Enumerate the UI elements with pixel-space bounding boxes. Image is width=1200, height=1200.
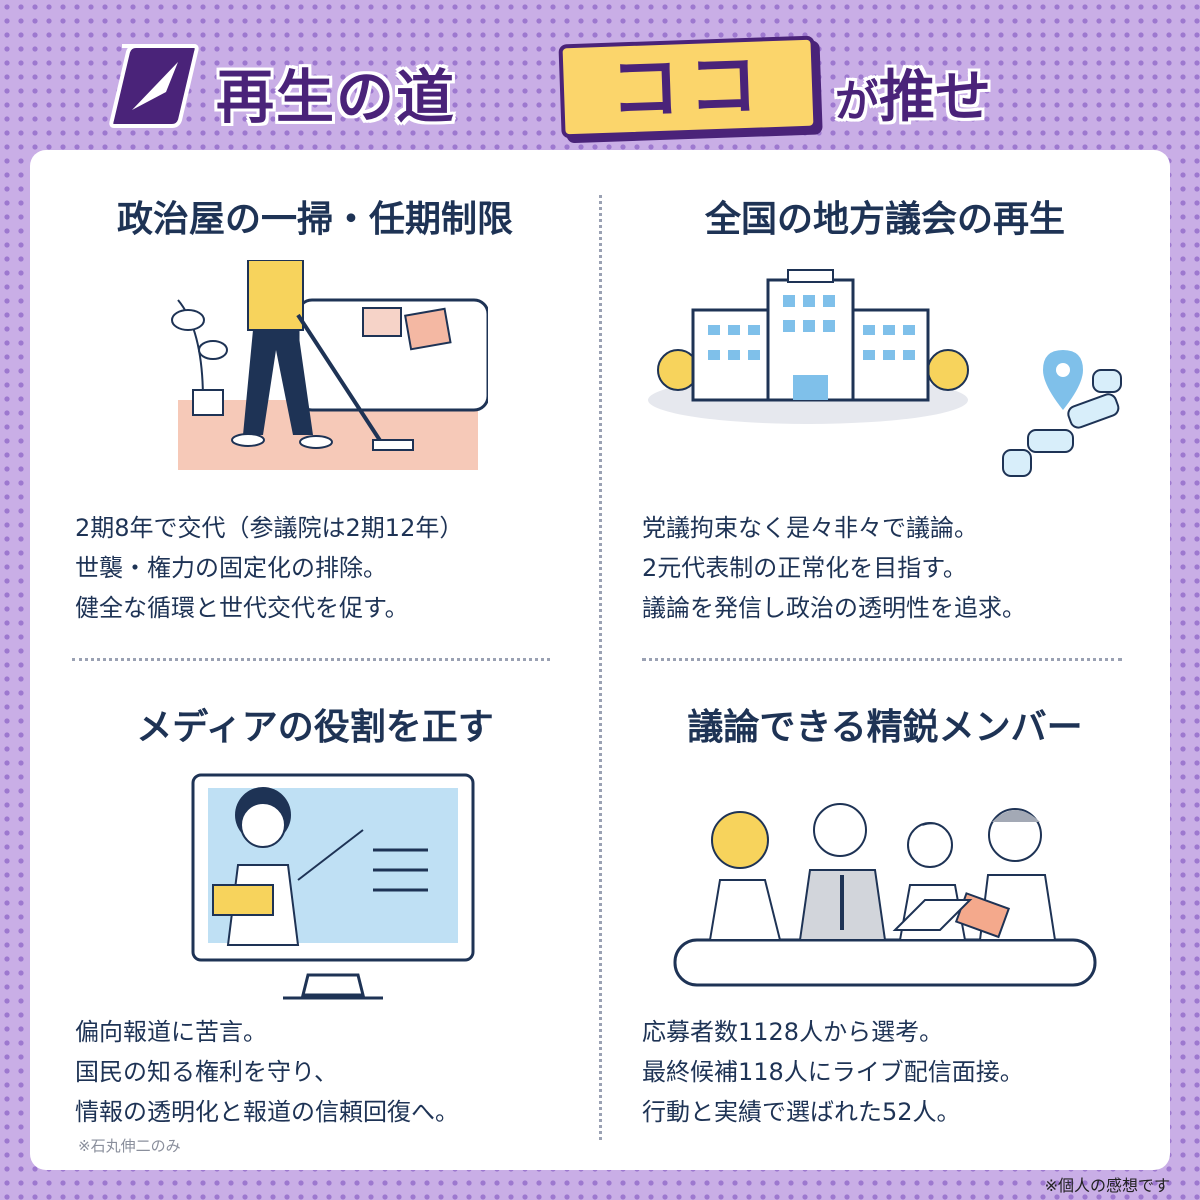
horizontal-divider-left (72, 658, 550, 661)
content-card: 政治屋の一掃・任期制限 2期8年で交代（参議院は2期12年） 世襲・権力の固定化… (30, 150, 1170, 1170)
vertical-divider (599, 195, 602, 1140)
section-line: 2期8年で交代（参議院は2期12年） (75, 514, 464, 542)
section-title-members: 議論できる精鋭メンバー (687, 707, 1083, 748)
header-title-highlight: ココ (558, 35, 818, 139)
section-line: 行動と実績で選ばれた52人。 (642, 1098, 961, 1126)
brand-logo-icon (109, 44, 199, 128)
section-body-members: 応募者数1128人から選考。 最終候補118人にライブ配信面接。 行動と実績で選… (642, 1012, 1024, 1132)
horizontal-divider-right (642, 658, 1122, 661)
section-title-term-limits: 政治屋の一掃・任期制限 (116, 199, 513, 240)
section-line: 偏向報道に苦言。 (75, 1018, 267, 1046)
team-meeting-illustration (673, 803, 1097, 987)
footer-note: ※個人の感想です (1044, 1176, 1170, 1195)
person-vacuuming-illustration (171, 260, 488, 470)
section-body-term-limits: 2期8年で交代（参議院は2期12年） 世襲・権力の固定化の排除。 健全な循環と世… (75, 508, 463, 628)
city-hall-map-illustration (648, 269, 1122, 477)
section-line: 議論を発信し政治の透明性を追求。 (642, 594, 1026, 622)
section-line: 情報の透明化と報道の信頼回復へ。 (75, 1098, 459, 1126)
section-body-media: 偏向報道に苦言。 国民の知る権利を守り、 情報の透明化と報道の信頼回復へ。 (75, 1012, 459, 1132)
section-line: 党議拘束なく是々非々で議論。 (642, 514, 978, 542)
section-title-media: メディアの役割を正す (136, 707, 494, 748)
header-title-ga: が (835, 76, 879, 127)
section-line: 世襲・権力の固定化の排除。 (75, 554, 387, 582)
header: 再生の道 ココ が推せる！ (100, 34, 1100, 211)
teacher-monitor-illustration (191, 773, 475, 1000)
section-line: 応募者数1128人から選考。 (642, 1018, 944, 1046)
section-line: 2元代表制の正常化を目指す。 (642, 554, 967, 582)
section-line: 健全な循環と世代交代を促す。 (75, 594, 409, 622)
section-body-local-assembly: 党議拘束なく是々非々で議論。 2元代表制の正常化を目指す。 議論を発信し政治の透… (642, 508, 1026, 628)
media-note: ※石丸伸二のみ (78, 1137, 181, 1155)
section-line: 国民の知る権利を守り、 (75, 1058, 339, 1086)
section-title-local-assembly: 全国の地方議会の再生 (704, 199, 1065, 240)
header-title-main: 再生の道 (216, 63, 457, 131)
section-line: 最終候補118人にライブ配信面接。 (642, 1058, 1024, 1086)
